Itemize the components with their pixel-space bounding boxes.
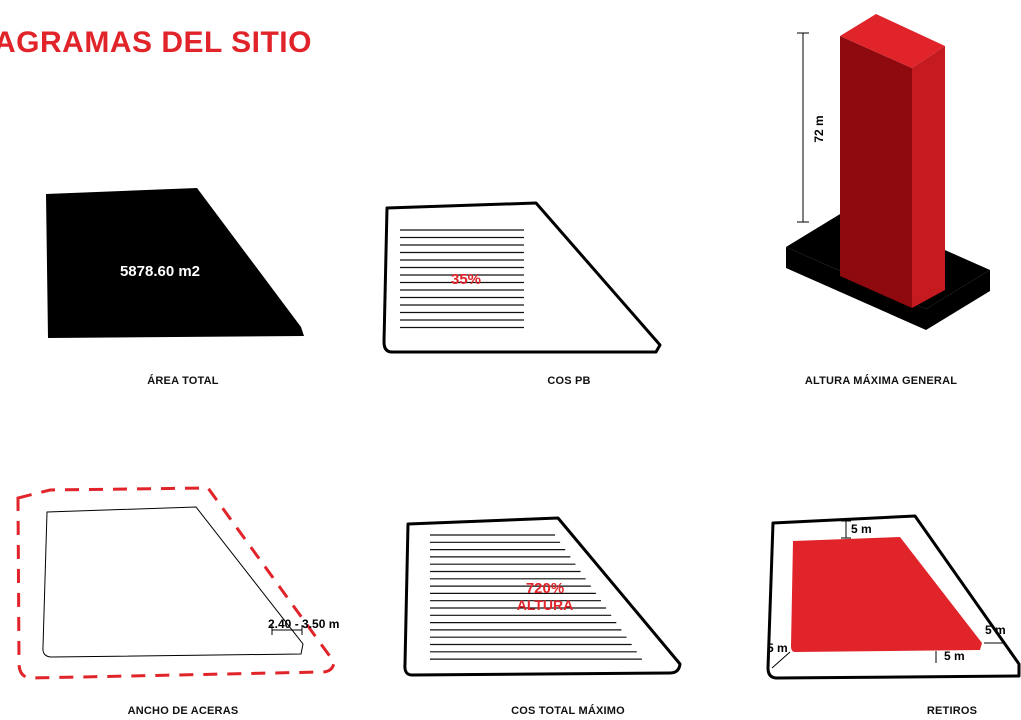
area-total-value: 5878.60 m2 bbox=[120, 263, 200, 280]
site-plot-thin-outline bbox=[42, 506, 304, 658]
setback-bottom-label: 5 m bbox=[944, 649, 965, 663]
cos-pb-hatch bbox=[400, 229, 524, 329]
altura-maxima-diagram: 72 m bbox=[786, 14, 990, 330]
site-plot-solid bbox=[46, 188, 304, 338]
sidewalk-width-label: 2.40 - 3.50 m bbox=[268, 617, 339, 631]
caption-ancho-aceras: ANCHO DE ACERAS bbox=[127, 705, 239, 717]
page-title: AGRAMAS DEL SITIO bbox=[0, 26, 312, 59]
site-plot-outline bbox=[382, 201, 662, 354]
base-platform-front bbox=[786, 247, 926, 330]
caption-area-total: ÁREA TOTAL bbox=[147, 375, 219, 387]
setback-top-label: 5 m bbox=[851, 522, 872, 536]
site-plot-outline-3 bbox=[766, 514, 1021, 680]
sidewalk-boundary-dashed bbox=[16, 486, 336, 680]
caption-altura-maxima: ALTURA MÁXIMA GENERAL bbox=[804, 375, 958, 387]
cos-total-hatch bbox=[430, 534, 642, 660]
caption-retiros: RETIROS bbox=[926, 705, 978, 717]
tower-top bbox=[840, 14, 945, 68]
area-total-diagram: 5878.60 m2 bbox=[46, 188, 304, 338]
retiros-diagram: 5 m 5 m 5 m 5 m bbox=[766, 514, 1021, 680]
ancho-aceras-diagram: 2.40 - 3.50 m bbox=[16, 486, 339, 680]
cos-pb-value: 35% bbox=[451, 271, 481, 288]
tower-side bbox=[912, 46, 945, 308]
base-platform-side bbox=[926, 270, 990, 330]
cos-total-sub: ALTURA bbox=[517, 597, 574, 613]
buildable-area bbox=[791, 537, 982, 652]
caption-cos-total: COS TOTAL MÁXIMO bbox=[511, 705, 625, 717]
site-plot-outline-2 bbox=[403, 516, 682, 677]
caption-cos-pb: COS PB bbox=[547, 375, 591, 387]
tower-front bbox=[840, 36, 912, 308]
setback-left-label: 5 m bbox=[767, 641, 788, 655]
cos-total-diagram: 720% ALTURA bbox=[403, 516, 682, 677]
cos-pb-diagram: 35% bbox=[382, 201, 662, 354]
cos-total-value: 720% bbox=[526, 580, 564, 597]
setback-right-label: 5 m bbox=[985, 623, 1006, 637]
height-label: 72 m bbox=[812, 115, 826, 142]
